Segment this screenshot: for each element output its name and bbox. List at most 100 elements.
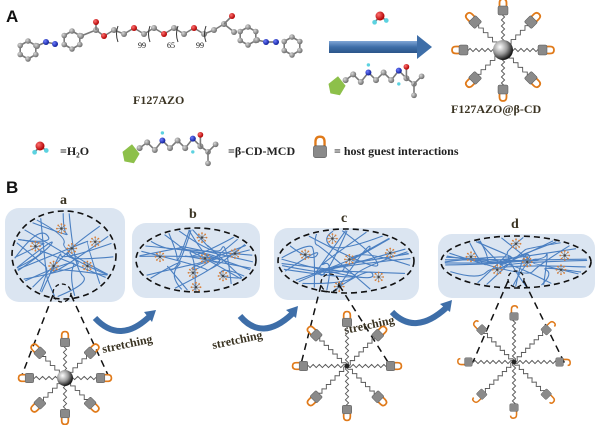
crosslink-lock xyxy=(348,263,351,265)
crosslink-lock xyxy=(52,269,55,272)
crosslink-core xyxy=(94,240,97,243)
lock-body xyxy=(524,15,538,29)
repeat-bracket xyxy=(148,25,151,43)
atom xyxy=(191,25,197,31)
atom xyxy=(254,37,260,43)
crosslink-lock xyxy=(192,267,194,270)
reaction-arrow xyxy=(329,35,432,59)
legend-host-guest-text: = host guest interactions xyxy=(334,144,459,158)
crosslink-lock xyxy=(392,248,395,251)
polymer-chain xyxy=(40,218,55,297)
lock-body xyxy=(509,312,519,321)
polymer-chain xyxy=(139,255,221,289)
polymer-arm xyxy=(484,361,515,393)
polymer-chain xyxy=(16,241,53,272)
polymer-chain xyxy=(167,229,192,291)
lock-body xyxy=(342,317,352,327)
crosslink-lock xyxy=(86,260,89,263)
crosslink-lock xyxy=(474,255,477,258)
lock-shackle xyxy=(306,325,317,336)
crosslink-lock xyxy=(199,257,202,260)
atom xyxy=(211,27,217,33)
atom xyxy=(229,13,235,19)
padlock-icon xyxy=(313,135,327,158)
atom xyxy=(373,77,379,84)
atom xyxy=(245,42,251,48)
crosslink-lock xyxy=(163,255,166,258)
zoom-cone-line xyxy=(523,280,567,367)
crosslink-lock xyxy=(60,232,63,235)
atom xyxy=(273,39,279,45)
crosslink-lock xyxy=(230,249,233,252)
network-boundary xyxy=(11,210,117,300)
crosslink-lock xyxy=(304,258,307,260)
crosslink-lock xyxy=(89,240,92,243)
atom xyxy=(52,41,58,47)
atom xyxy=(69,46,75,52)
crosslink-lock xyxy=(308,253,311,256)
crosslink-lock xyxy=(37,248,40,251)
padlock-icon xyxy=(386,361,403,371)
polymer-chain xyxy=(501,237,579,275)
crosslink-lock xyxy=(67,244,70,247)
crosslink-lock xyxy=(515,247,517,250)
legend-beta-cd-mcd-text: =β-CD-MCD xyxy=(228,144,295,158)
atom xyxy=(151,25,157,31)
crosslink-lock xyxy=(333,285,336,288)
atom xyxy=(161,31,167,37)
hydrogen xyxy=(43,148,49,153)
lock-shackle xyxy=(30,402,41,413)
stretching-arrow-3 xyxy=(389,300,452,327)
crosslink-lock xyxy=(341,282,344,285)
padlock-icon xyxy=(96,373,113,383)
lock-shackle xyxy=(60,330,70,340)
lock-body xyxy=(313,145,327,158)
lock-shackle xyxy=(471,396,482,404)
network-boundary xyxy=(277,228,415,294)
lock-body xyxy=(33,346,46,359)
atom xyxy=(93,19,99,25)
crosslink-lock xyxy=(225,278,228,281)
crosslink-lock xyxy=(39,245,41,248)
crosslink-lock xyxy=(94,245,97,248)
lock-body xyxy=(60,409,70,419)
crosslink-lock xyxy=(56,227,58,230)
panel-label-b: B xyxy=(6,178,18,197)
polymer-chain xyxy=(321,231,367,291)
atom xyxy=(159,137,166,144)
crosslink-lock xyxy=(392,255,395,258)
zoom-cone-line xyxy=(70,294,109,376)
repeat-bracket xyxy=(116,25,119,43)
crosslink-lock xyxy=(563,272,566,274)
crosslink-lock xyxy=(389,247,392,250)
padlock-icon xyxy=(540,320,557,336)
crosslink-lock xyxy=(230,255,233,258)
crosslink-lock xyxy=(386,255,388,258)
crosslink-lock xyxy=(377,271,380,274)
hydrogen xyxy=(32,149,37,155)
crosslink-lock xyxy=(345,255,348,258)
state-b-panel xyxy=(132,223,260,298)
crosslink-lock xyxy=(496,264,499,267)
crosslink-lock xyxy=(470,251,472,254)
atom xyxy=(342,77,349,84)
crosslink-lock xyxy=(217,275,220,277)
crosslink-lock xyxy=(373,276,376,278)
crosslink-lock xyxy=(196,236,199,239)
polymer-arm xyxy=(319,336,348,367)
crosslink-lock xyxy=(94,236,97,239)
lock-shackle xyxy=(530,77,542,89)
repeat-unit-2: 65 xyxy=(167,41,175,50)
atom xyxy=(171,25,177,31)
crosslink-lock xyxy=(328,234,331,237)
atom xyxy=(76,41,83,48)
lock-body xyxy=(537,44,548,56)
lock-shackle xyxy=(377,396,388,407)
crosslink-lock xyxy=(155,252,158,255)
atom xyxy=(144,139,151,146)
padlock-icon xyxy=(371,390,388,407)
hydrogen xyxy=(397,82,401,86)
lock-shackle xyxy=(546,45,555,55)
zoom-cone-line xyxy=(472,280,509,363)
lock-shackle xyxy=(89,402,100,413)
